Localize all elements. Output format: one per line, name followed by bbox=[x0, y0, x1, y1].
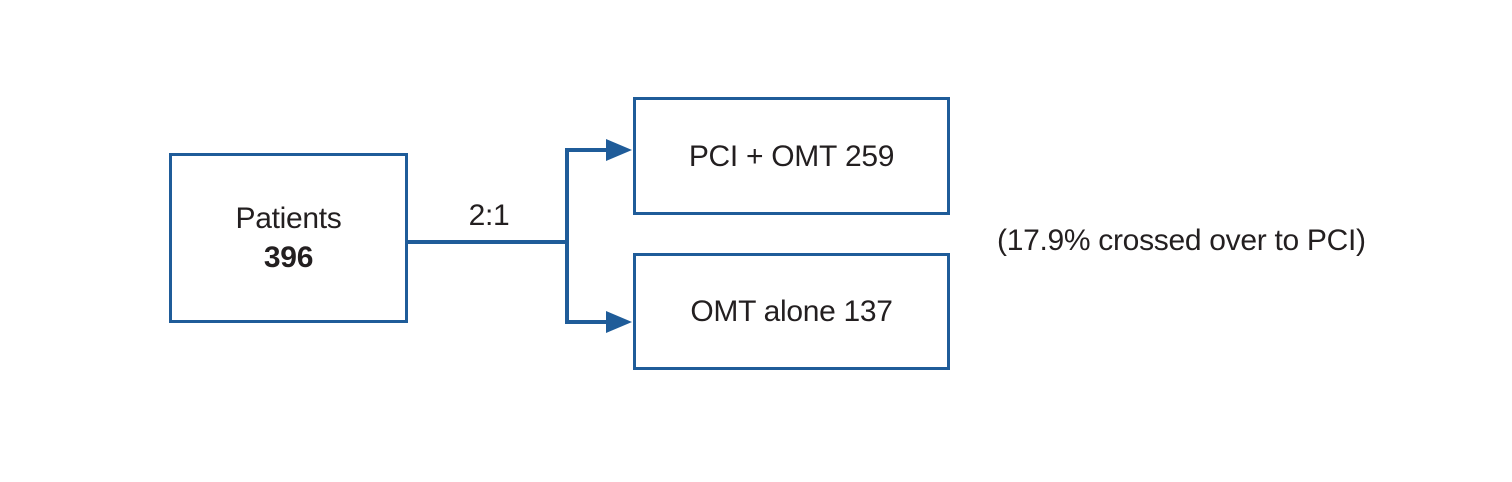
crossover-annotation: (17.9% crossed over to PCI) bbox=[997, 224, 1366, 257]
omt-alone-box: OMT alone 137 bbox=[633, 253, 950, 370]
arrowhead-bottom-icon bbox=[606, 311, 632, 333]
arrowhead-top-icon bbox=[606, 139, 632, 161]
pci-omt-count: 259 bbox=[845, 139, 895, 173]
randomization-ratio-label: 2:1 bbox=[468, 199, 510, 232]
pci-omt-label: PCI + OMT bbox=[688, 139, 837, 173]
branch-connector-line bbox=[406, 148, 608, 324]
patients-box: Patients 396 bbox=[169, 153, 408, 323]
pci-omt-box: PCI + OMT 259 bbox=[633, 97, 950, 215]
patients-label: Patients bbox=[235, 202, 342, 235]
omt-alone-label: OMT alone bbox=[690, 295, 836, 328]
patients-count: 396 bbox=[263, 241, 314, 274]
omt-alone-count: 137 bbox=[843, 295, 893, 328]
